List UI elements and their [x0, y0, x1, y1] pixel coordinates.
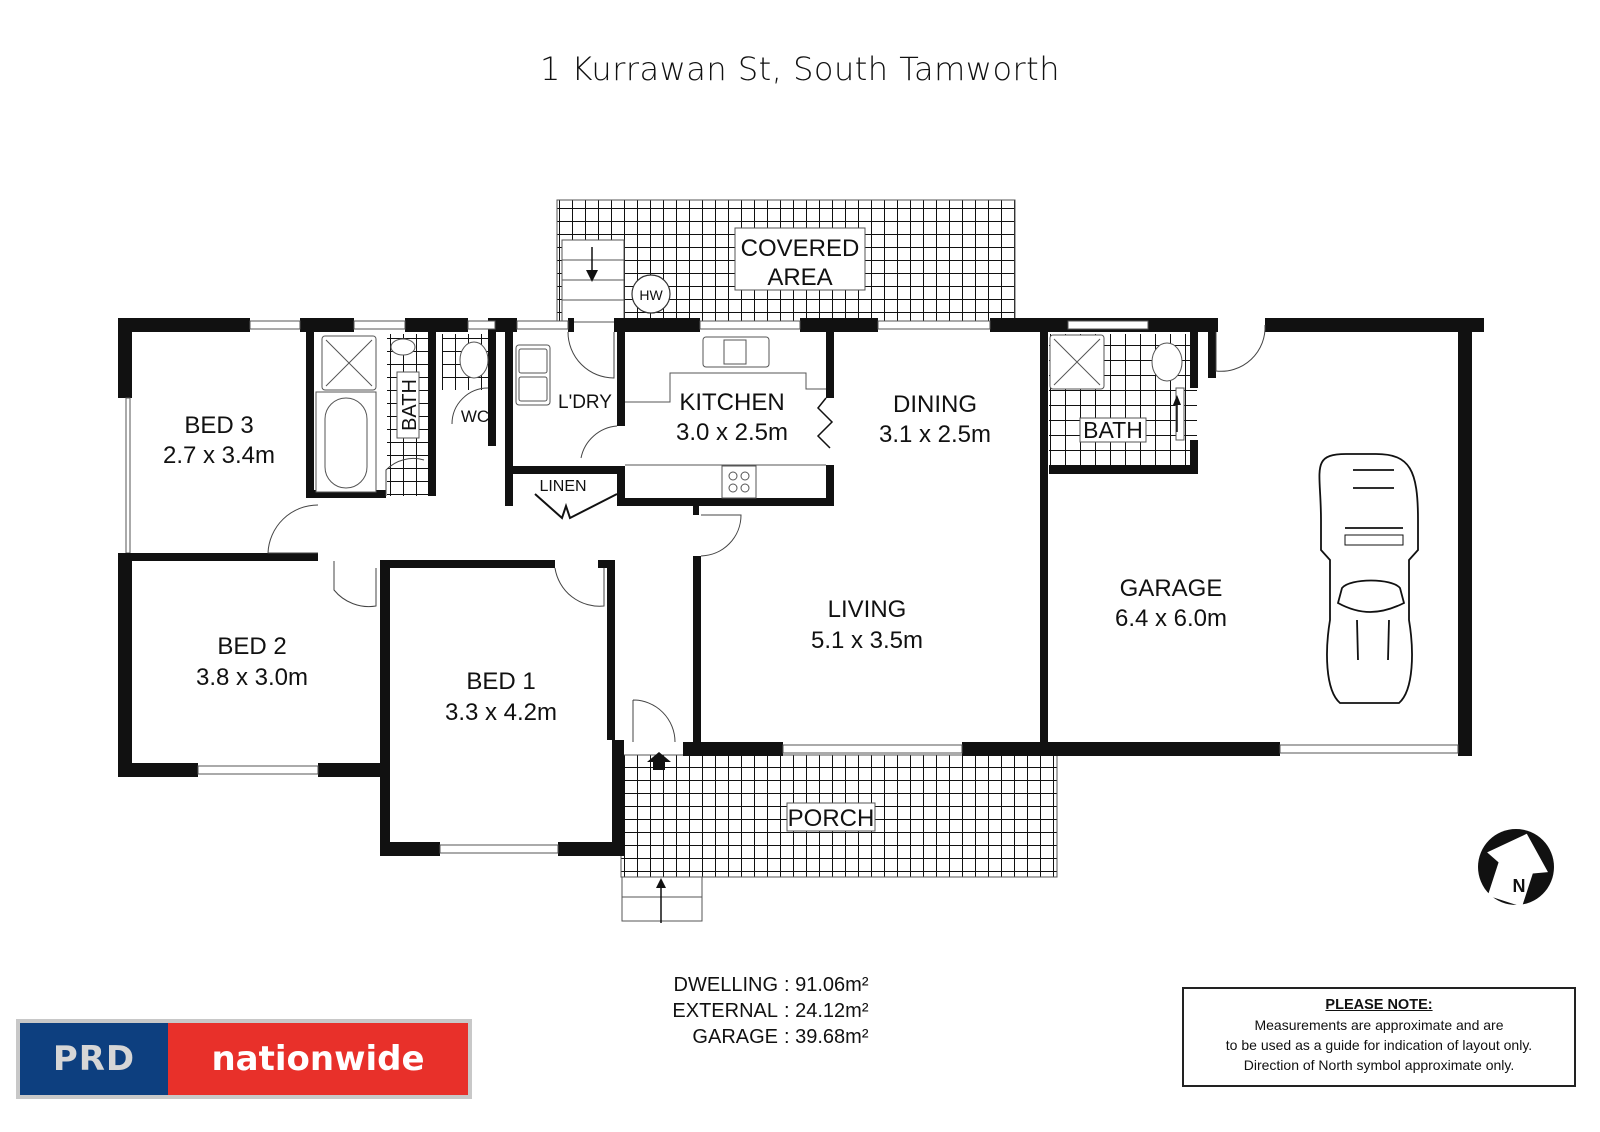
doors: [267, 324, 1266, 743]
covered-area: HW COVERED AREA: [556, 199, 1016, 323]
walls: [118, 318, 1484, 856]
room-bed3: BED 3: [184, 412, 253, 439]
windows: [197, 320, 1459, 854]
svg-text:6.4 x 6.0m: 6.4 x 6.0m: [1115, 605, 1227, 632]
svg-text:HW: HW: [639, 287, 663, 303]
svg-text:2.7 x 3.4m: 2.7 x 3.4m: [163, 442, 275, 469]
room-dining: DINING: [893, 391, 977, 418]
room-living: LIVING: [828, 596, 907, 623]
svg-text:N: N: [1513, 876, 1526, 896]
svg-text:3.3 x 4.2m: 3.3 x 4.2m: [445, 699, 557, 726]
room-bed1: BED 1: [466, 668, 535, 695]
porch: PORCH: [620, 752, 1058, 923]
entry-arrow-icon: [647, 752, 671, 770]
room-labels: BED 3 2.7 x 3.4m BED 2 3.8 x 3.0m BED 1 …: [163, 371, 1227, 726]
svg-text:PORCH: PORCH: [788, 805, 875, 832]
disclaimer-note: PLEASE NOTE: Measurements are approximat…: [1182, 987, 1576, 1087]
svg-text:3.1 x 2.5m: 3.1 x 2.5m: [879, 421, 991, 448]
room-garage: GARAGE: [1120, 575, 1223, 602]
note-heading: PLEASE NOTE:: [1325, 997, 1433, 1013]
area-summary: DWELLING: 91.06m² EXTERNAL: 24.12m² GARA…: [672, 974, 869, 1048]
north-arrow-icon: N: [1478, 829, 1554, 907]
svg-text:5.1 x 3.5m: 5.1 x 3.5m: [811, 627, 923, 654]
svg-text:3.0 x 2.5m: 3.0 x 2.5m: [676, 419, 788, 446]
room-wc: WC: [461, 407, 489, 426]
car-icon: [1318, 453, 1419, 704]
room-garage-bath: BATH: [1083, 417, 1143, 443]
svg-text:AREA: AREA: [767, 264, 832, 291]
room-kitchen: KITCHEN: [679, 389, 784, 416]
logo-prd: PRD: [20, 1023, 168, 1095]
svg-text:COVERED: COVERED: [741, 235, 860, 262]
logo-nationwide: nationwide: [168, 1023, 468, 1095]
fixtures: [315, 334, 1185, 499]
room-bed2: BED 2: [217, 633, 286, 660]
room-linen: LINEN: [539, 478, 586, 495]
prd-nationwide-logo: PRD nationwide: [16, 1019, 472, 1099]
room-bath: BATH: [399, 379, 421, 431]
hot-water-icon: [631, 274, 671, 314]
property-address-title: 1 Kurrawan St, South Tamworth: [540, 50, 1060, 88]
svg-text:3.8 x 3.0m: 3.8 x 3.0m: [196, 664, 308, 691]
room-laundry: L'DRY: [558, 392, 612, 413]
